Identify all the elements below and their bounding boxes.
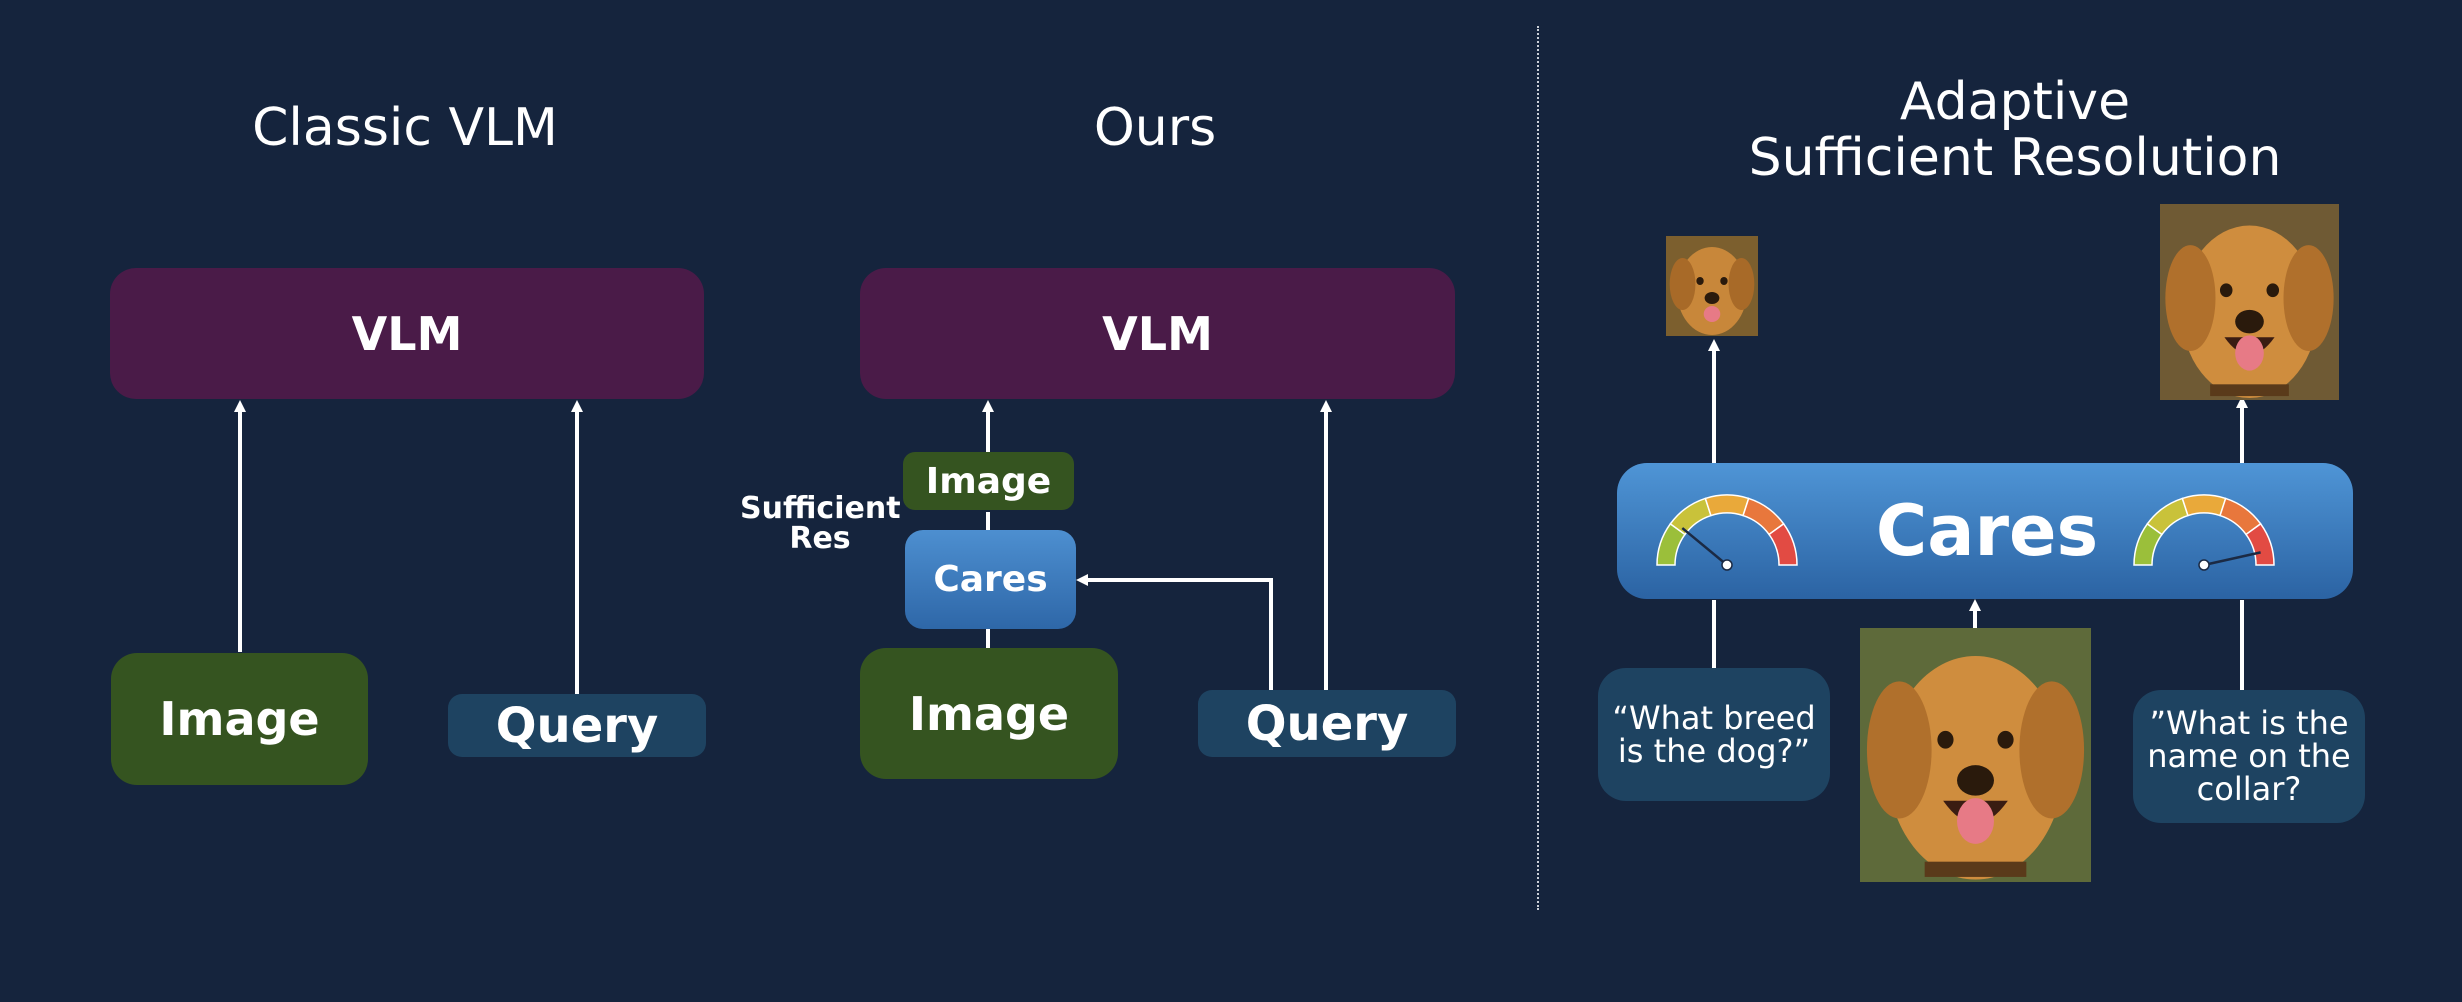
arrow-query-to-cares	[1076, 574, 1273, 690]
gauge-segment	[1768, 522, 1798, 566]
dog-photo-small	[1666, 236, 1758, 336]
gauge-needle	[1681, 527, 1728, 566]
classic-query-box: Query	[448, 694, 706, 757]
gauge-needle	[2203, 551, 2261, 567]
gauge-hub	[1721, 559, 1733, 571]
dog-icon	[1860, 628, 2091, 882]
panel-divider	[1537, 26, 1539, 910]
classic-image-box: Image	[111, 653, 368, 785]
adaptive-cares-bar: Cares	[1617, 463, 2353, 599]
adaptive-title: Adaptive Sufficient Resolution	[1748, 72, 2282, 188]
gauge-icon-right	[2133, 494, 2275, 571]
vlm-label: VLM	[351, 306, 463, 361]
image-label: Image	[159, 692, 320, 746]
question-breed-bubble: “What breed is the dog?”	[1598, 668, 1830, 801]
dog-icon	[1666, 236, 1758, 336]
dog-photo-large	[2160, 204, 2339, 400]
gauge-hub	[2198, 559, 2210, 571]
image-small-label: Image	[925, 460, 1052, 502]
query-label: Query	[1245, 695, 1409, 752]
gauge-segment	[1704, 494, 1750, 517]
classic-title: Classic VLM	[252, 98, 558, 158]
ours-cares-box: Cares	[905, 530, 1076, 629]
dog-photo-input	[1860, 628, 2091, 882]
dog-icon	[2160, 204, 2339, 400]
gauge-icon-left	[1656, 494, 1798, 571]
cares-label: Cares	[933, 559, 1048, 600]
ours-query-box: Query	[1198, 690, 1456, 757]
gauge-segment	[2146, 497, 2189, 536]
query-label: Query	[495, 697, 659, 754]
gauge-segment	[2245, 522, 2275, 566]
sufficient-res-label: Sufficient Res	[740, 491, 901, 556]
ours-title: Ours	[1093, 98, 1217, 158]
cares-title: Cares	[1875, 490, 2099, 572]
question-collar-bubble: ”What is the name on the collar?	[2133, 690, 2365, 823]
ours-sufficient-image-box: Image	[903, 452, 1074, 510]
vlm-label: VLM	[1102, 306, 1213, 361]
ours-image-box: Image	[860, 648, 1118, 779]
gauge-segment	[1669, 497, 1712, 536]
image-label: Image	[908, 686, 1070, 741]
gauge-segment	[2181, 494, 2227, 517]
ours-vlm-box: VLM	[860, 268, 1455, 399]
classic-vlm-box: VLM	[110, 268, 704, 399]
